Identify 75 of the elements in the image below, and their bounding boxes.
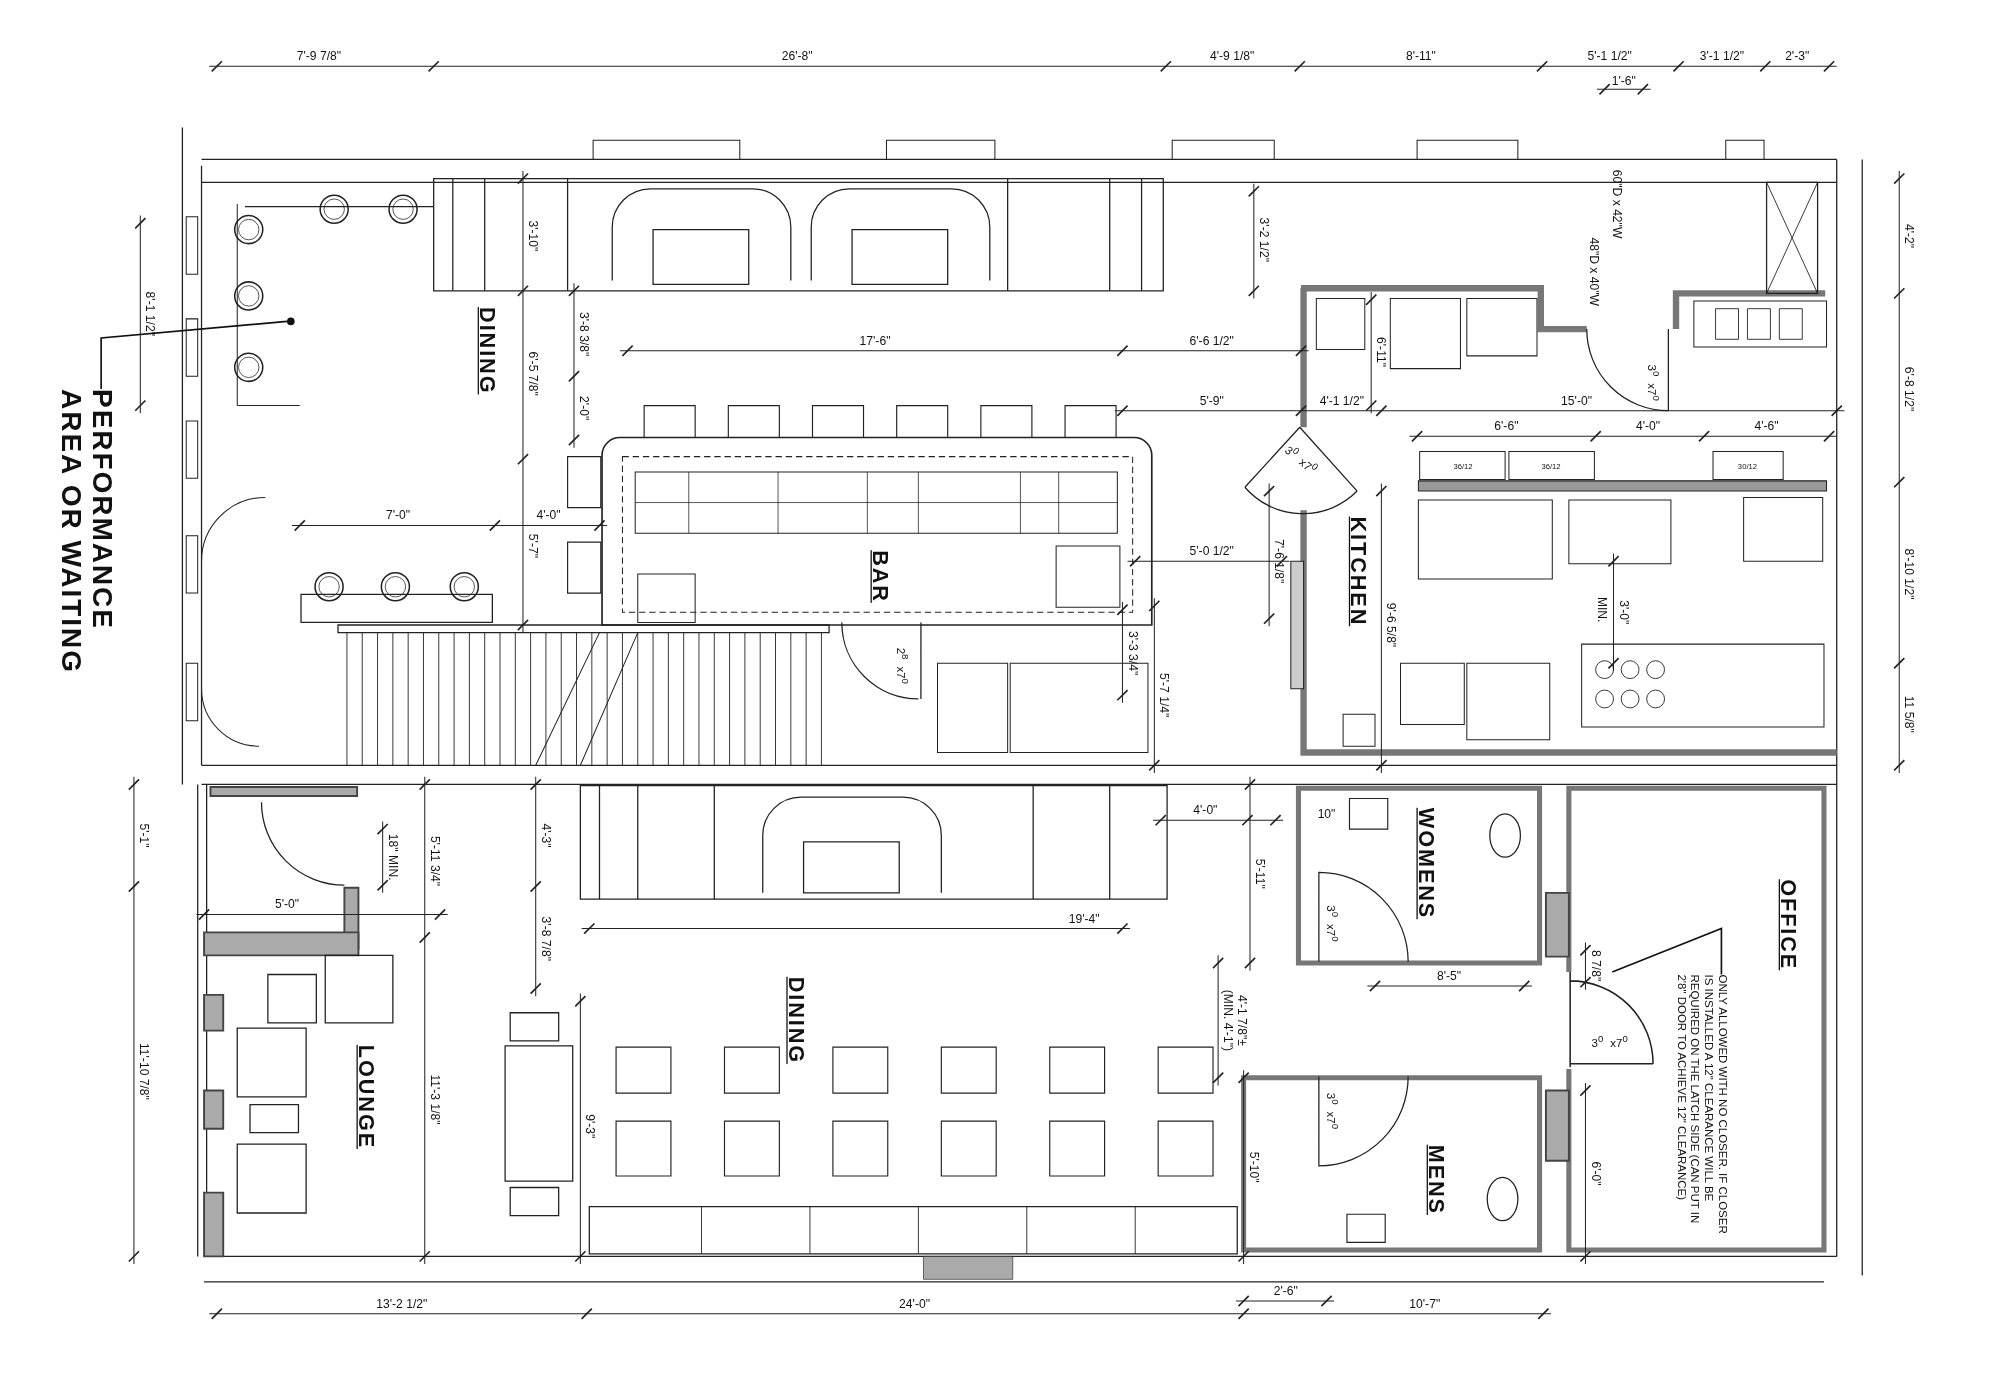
dimension-label: 11 5/8" [1903, 695, 1916, 733]
dimension-label: 5'-1 1/2" [1587, 50, 1632, 63]
dimension-label: 17'-6" [859, 334, 891, 347]
room-label: MENS [1425, 1144, 1448, 1215]
room-label: WOMENS [1415, 807, 1437, 920]
dimension-label: 5'-7" [527, 533, 540, 558]
dimension-label: 6'-6 1/2" [1189, 334, 1234, 347]
dimension-label: 5'-10" [1247, 1151, 1260, 1183]
dimension-label: 15'-0" [1561, 394, 1592, 407]
dimension-label: 5'-0 1/2" [1189, 544, 1234, 558]
dimension-label: 1'-6" [1611, 74, 1636, 87]
clearance-note: ONLY ALLOWED WITH NO CLOSER. IF CLOSER IS INSTALLED A 12" CLEARANCE WILL BE REQUIRED ON THE LATCH SIDE (CAN PUT IN 2'8" DOOR TO ACHIEVE 12" CLEARANCE) [1674, 974, 1730, 1245]
dimension-label: 4'-0" [1193, 803, 1218, 816]
dimension-label: 4'-9 1/8" [1209, 50, 1255, 63]
leader-line [1611, 927, 1723, 976]
dimension-label: 3'-8 7/8" [539, 916, 552, 961]
dimension-label: 60"D x 42"W [1611, 169, 1624, 239]
dimension-label: 8'-10 1/2" [1903, 548, 1916, 600]
dimension-label: 2'-0" [578, 396, 591, 421]
dimension-label: 5'-11" [1254, 858, 1267, 889]
dimension-label: 2'-6" [1273, 1284, 1298, 1297]
dimension-label: 13'-2 1/2" [376, 1297, 428, 1310]
dimension-label: 26'-8" [781, 50, 813, 63]
area-label: PERFORMANCE AREA OR WAITING [54, 389, 119, 696]
dimension-label: 4'-1 7/8"± (MIN. 4'-1") [1220, 988, 1250, 1053]
dimension-label: 7'-9 7/8" [296, 50, 342, 63]
dimension-label: 3'-1 1/2" [1699, 50, 1745, 63]
dimension-label: 8'-11" [1405, 50, 1436, 63]
dimension-label: 2'-3" [1785, 50, 1810, 63]
dimension-label: 5'-0" [274, 898, 300, 911]
dimension-label: 6'-8 1/2" [1903, 366, 1916, 412]
dimension-label: 6'-6" [1494, 419, 1519, 433]
dimension-label: 4'-3" [539, 823, 552, 848]
dimension-label: 4'-6" [1754, 419, 1779, 433]
dimension-label: 3'-2 1/2" [1257, 217, 1271, 262]
room-label: OFFICE [1777, 879, 1800, 971]
room-label: DINING [785, 976, 807, 1065]
door-size-label: 3$^{0}$ x7$^{0}$ [1591, 1034, 1628, 1050]
dimension-label: 3'-8 3/8" [578, 312, 591, 357]
dimension-label: 11'-10 7/8" [138, 1042, 151, 1100]
dimension-label: 4'-0" [1635, 419, 1661, 433]
dimension-label: 4'-0" [536, 509, 561, 522]
dimension-label: 5'-1" [138, 823, 151, 848]
dimension-label: 18" MIN. [386, 833, 399, 881]
dimension-label: 9'-3" [584, 1114, 597, 1139]
dimension-label: 6'-11" [1375, 337, 1388, 368]
room-label: DINING [476, 307, 499, 395]
dimension-label: 11'-3 1/8" [428, 1074, 441, 1125]
dimension-label: 3'-3 3/4" [1126, 630, 1139, 676]
dimension-label: 5'-11 3/4" [428, 835, 441, 887]
room-label: BAR [869, 550, 891, 603]
dimension-label: 10" [1317, 807, 1336, 820]
dimension-label: 5'-9" [1199, 394, 1224, 407]
dimension-label: 8'-5" [1436, 969, 1462, 982]
dimension-label: 7'-0" [385, 509, 411, 522]
dimension-label: 3'-0" [1617, 600, 1630, 625]
dimension-label: 10'-7" [1409, 1297, 1441, 1310]
dimension-label: 5'-7 1/4" [1158, 673, 1171, 718]
dimension-label: 4'-1 1/2" [1319, 394, 1364, 407]
dimension-label: 6'-0" [1589, 1161, 1602, 1186]
dimension-label: 3'-10" [527, 220, 540, 252]
dimension-label: 9'-6 5/8" [1385, 602, 1398, 648]
leader-dot [287, 317, 295, 326]
dimension-label: 19'-4" [1068, 912, 1100, 925]
dimension-label: 24'-0" [899, 1297, 930, 1310]
dimension-label: 8'-1 1/2" [144, 291, 157, 336]
dimension-label: 4'-2" [1903, 223, 1916, 249]
leader-line [100, 320, 288, 390]
dimension-label: 6'-5 7/8" [527, 351, 540, 396]
room-label: KITCHEN [1347, 516, 1370, 627]
dimension-label: MIN. [1596, 596, 1609, 623]
dimension-label: 8 7/8" [1589, 949, 1602, 982]
dimension-label: 48"D x 40"W [1588, 237, 1601, 306]
room-label: LOUNGE [355, 1044, 377, 1150]
dimension-label: 7'-6 1/8" [1273, 539, 1286, 584]
